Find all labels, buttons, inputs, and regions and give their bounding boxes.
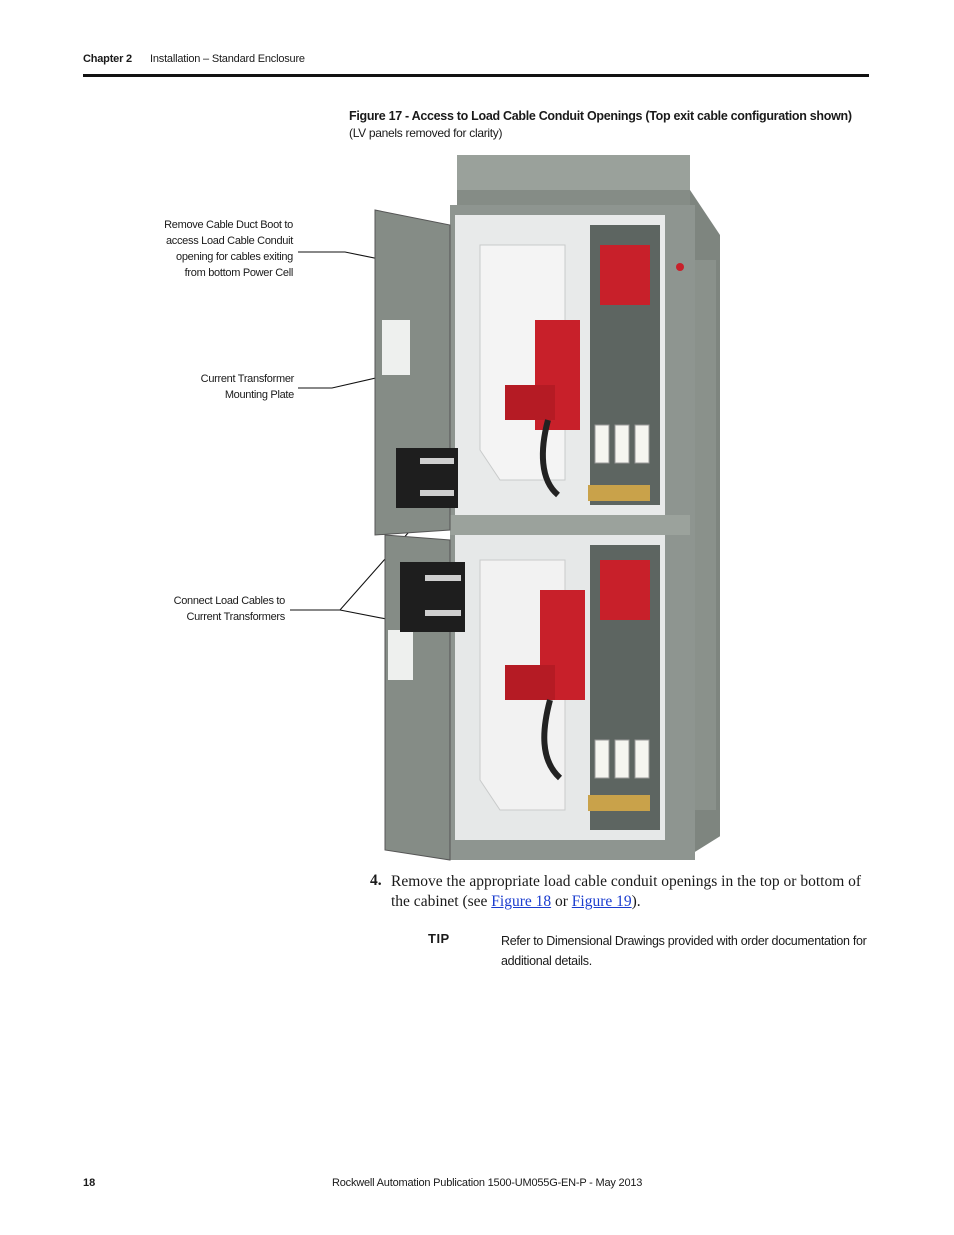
step-text-after: ). <box>631 893 641 910</box>
enclosure-photo <box>374 155 720 861</box>
step-text-before: Remove the appropriate load cable condui… <box>391 873 862 910</box>
page-number: 18 <box>83 1177 96 1189</box>
callout-connect-load-cables: Connect Load Cables to Current Transform… <box>173 595 286 623</box>
figure-subtitle: (LV panels removed for clarity) <box>349 126 503 140</box>
tip-text: Refer to Dimensional Drawings provided w… <box>501 934 867 968</box>
section-title: Installation – Standard Enclosure <box>150 53 305 65</box>
figure-18-link[interactable]: Figure 18 <box>491 893 552 910</box>
header-rule <box>83 74 869 77</box>
figure-title: Figure 17 - Access to Load Cable Conduit… <box>349 109 852 123</box>
callout-cable-duct-boot: Remove Cable Duct Boot to access Load Ca… <box>164 219 293 279</box>
step-text-middle: or <box>551 893 572 910</box>
tip-label: TIP <box>428 931 450 946</box>
figure-19-link[interactable]: Figure 19 <box>571 893 632 910</box>
step-text: Remove the appropriate load cable condui… <box>391 872 871 912</box>
step-number: 4. <box>370 872 382 889</box>
callout-ct-mounting-plate: Current Transformer Mounting Plate <box>200 373 295 401</box>
chapter-label: Chapter 2 <box>83 53 132 65</box>
publication-info: Rockwell Automation Publication 1500-UM0… <box>332 1177 643 1189</box>
